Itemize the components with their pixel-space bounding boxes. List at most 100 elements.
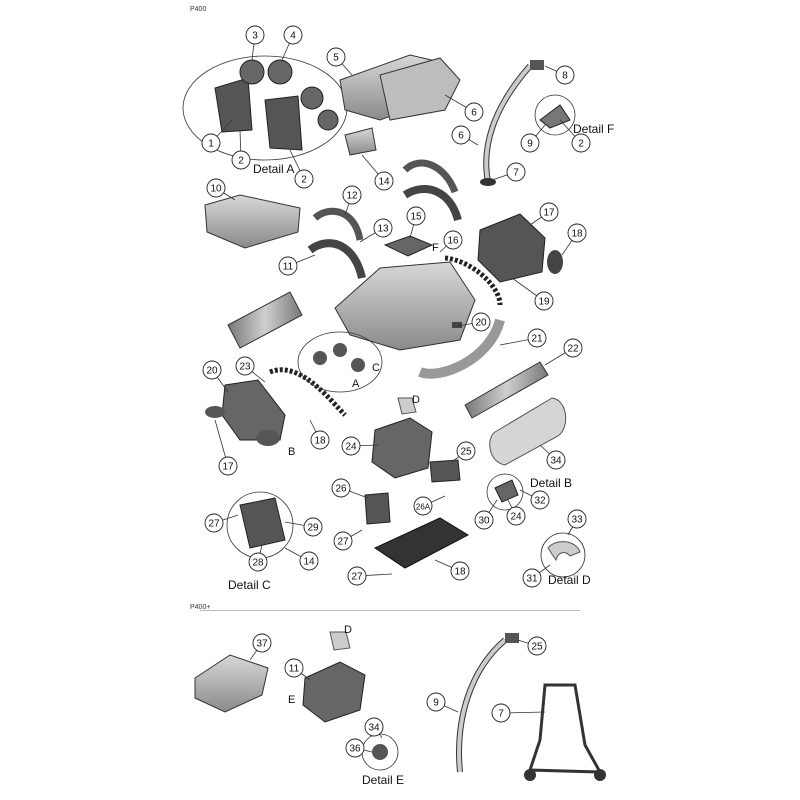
callout-circle [567, 509, 587, 529]
callout-11: 11 [278, 256, 298, 276]
letter-b: B [288, 446, 296, 458]
detail-f-outline [534, 94, 576, 136]
caddy-part-36 [527, 683, 603, 774]
callout-24: 24 [506, 506, 526, 526]
detail-d-label: Detail D [548, 573, 591, 587]
callout-7: 7 [491, 703, 511, 723]
letter-e: E [288, 694, 296, 706]
pump-plus-part-25 [302, 661, 366, 723]
callout-number: 18 [314, 436, 326, 447]
callout-17: 17 [539, 202, 559, 222]
callout-number: 28 [252, 558, 264, 569]
callout-circle [331, 478, 351, 498]
callout-16: 16 [443, 230, 463, 250]
filter-tray-plus-part-11 [194, 654, 269, 713]
callout-number: 13 [377, 224, 389, 235]
callout-11: 11 [284, 658, 304, 678]
detail-f-label: Detail F [573, 122, 615, 136]
track-part-17-lower [269, 367, 347, 417]
callout-circle [563, 338, 583, 358]
callout-18: 18 [567, 223, 587, 243]
callout-19: 19 [534, 291, 554, 311]
callout-circle [206, 178, 226, 198]
callout-number: 2 [578, 139, 584, 150]
roller-part-23 [464, 361, 549, 419]
callout-circle [278, 256, 298, 276]
motor-block-part-18 [477, 213, 546, 283]
callout-number: 34 [550, 456, 562, 467]
callout-circle [527, 636, 547, 656]
callout-number: 11 [289, 664, 300, 675]
callout-36: 36 [345, 738, 365, 758]
callout-number: 27 [337, 537, 349, 548]
callout-1: 1 [201, 133, 221, 153]
callout-number: 14 [378, 177, 390, 188]
callout-number: 33 [571, 515, 583, 526]
callout-circle [204, 513, 224, 533]
callout-circle [235, 356, 255, 376]
callout-circle [571, 133, 591, 153]
callout-circle [451, 125, 471, 145]
callout-26: 26 [331, 478, 351, 498]
callout-number: 29 [307, 523, 319, 534]
callout-number: 7 [498, 709, 504, 720]
callout-number: 17 [222, 462, 234, 473]
callout-23: 23 [235, 356, 255, 376]
callout-number: 27 [208, 519, 220, 530]
gear-part-5 [267, 59, 293, 85]
bumper-part-22 [418, 318, 505, 379]
callout-5: 5 [326, 47, 346, 67]
callout-number: 23 [239, 362, 251, 373]
detail-a-label: Detail A [253, 162, 295, 176]
valve-plate-part-16 [383, 235, 434, 257]
callout-number: 36 [349, 744, 361, 755]
callout-number: 18 [454, 567, 466, 578]
callout-circle [534, 291, 554, 311]
bumper-part-13 [312, 207, 364, 241]
pump-part-25 [371, 417, 433, 479]
callout-circle [426, 692, 446, 712]
callout-circle [567, 223, 587, 243]
callout-circle [341, 436, 361, 456]
callout-32: 32 [530, 490, 550, 510]
callout-31: 31 [522, 568, 542, 588]
callout-18: 18 [310, 430, 330, 450]
side-plate-part-3 [264, 95, 303, 151]
callout-27: 27 [204, 513, 224, 533]
callout-34: 34 [546, 450, 566, 470]
callout-number: 6 [471, 108, 477, 119]
callout-number: 21 [531, 334, 543, 345]
callout-circle [520, 133, 540, 153]
detail-b-outline [486, 473, 524, 511]
cap-part-24b [256, 430, 280, 446]
callout-circle [413, 496, 433, 516]
callout-7: 7 [506, 162, 526, 182]
section-label-p400plus: P400+ [190, 604, 211, 611]
callout-number: 20 [475, 318, 487, 329]
callout-number: 15 [410, 212, 422, 223]
callout-15: 15 [406, 206, 426, 226]
callout-number: 30 [478, 516, 490, 527]
callout-circle [406, 206, 426, 226]
motor-block-left-part-18 [221, 379, 286, 441]
callout-number: 14 [303, 557, 315, 568]
callout-number: 9 [527, 139, 533, 150]
callout-number: 4 [290, 31, 296, 42]
top-cover-part-6 [379, 57, 461, 121]
bumper-part-12 [307, 239, 366, 279]
side-plate-part-1 [214, 77, 253, 133]
callout-22: 22 [563, 338, 583, 358]
gear-part-5b [300, 86, 324, 110]
callout-17: 17 [218, 456, 238, 476]
callout-number: 20 [206, 366, 218, 377]
callout-33: 33 [567, 509, 587, 529]
callout-27: 27 [333, 531, 353, 551]
callout-circle [252, 633, 272, 653]
clip-part-21 [452, 322, 462, 328]
callout-number: 27 [351, 572, 363, 583]
letter-d-plus: D [344, 624, 352, 636]
callout-circle [443, 230, 463, 250]
callout-18: 18 [450, 561, 470, 581]
callout-number: 32 [534, 496, 546, 507]
